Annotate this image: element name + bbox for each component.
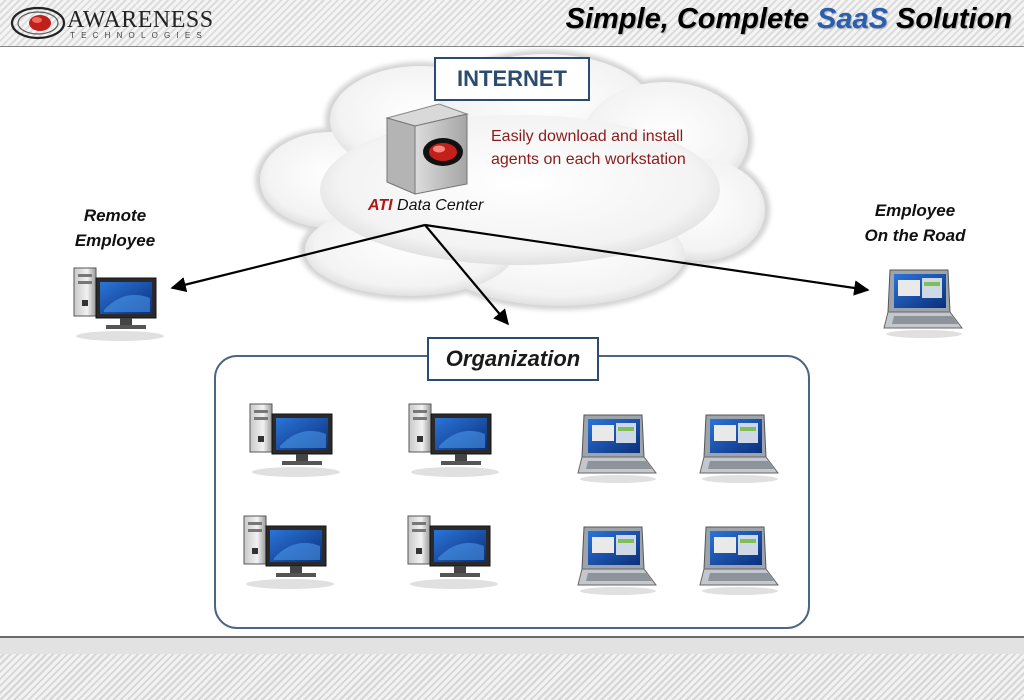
- arrow-to-road-employee: [424, 223, 870, 296]
- install-note-line-2: agents on each workstation: [491, 151, 686, 168]
- title-part-1: Simple, Complete: [565, 3, 818, 35]
- data-center-label: ATI Data Center: [368, 197, 483, 215]
- header-bar: AWARENESS TECHNOLOGIES Simple, Complete …: [0, 0, 1024, 47]
- ati-prefix: ATI: [368, 197, 393, 214]
- data-center-text: Data Center: [392, 197, 484, 214]
- remote-employee-line-2: Employee: [74, 231, 156, 250]
- remote-employee-line-1: Remote: [83, 206, 147, 225]
- awareness-logo: AWARENESS TECHNOLOGIES: [10, 5, 213, 41]
- footer-strip: [0, 638, 1024, 654]
- install-note: Easily download and install agents on ea…: [491, 125, 731, 171]
- install-note-line-1: Easily download and install: [491, 128, 684, 145]
- slide-title: Simple, Complete SaaS Solution: [566, 3, 1012, 36]
- arrow-to-organization: [424, 224, 509, 326]
- connection-arrows: [170, 223, 870, 326]
- internet-label: INTERNET: [434, 57, 590, 101]
- logo-subtitle: TECHNOLOGIES: [70, 31, 208, 40]
- remote-employee-desktop-icon: [73, 267, 165, 342]
- title-part-2: Solution: [887, 3, 1012, 35]
- road-employee-laptop-icon: [883, 269, 963, 339]
- road-employee-line-2: On the Road: [864, 226, 966, 245]
- remote-employee-label: Remote Employee: [56, 203, 174, 253]
- logo-ring-icon: [10, 6, 66, 40]
- road-employee-line-1: Employee: [874, 201, 956, 220]
- logo-wordmark: AWARENESS: [67, 7, 214, 33]
- footer-bar: [0, 636, 1024, 700]
- title-accent: SaaS: [817, 3, 888, 35]
- arrow-to-remote-employee: [170, 223, 426, 293]
- internet-cloud: [255, 50, 770, 310]
- road-employee-label: Employee On the Road: [845, 198, 985, 248]
- server-icon: [385, 103, 469, 195]
- organization-label: Organization: [427, 337, 599, 381]
